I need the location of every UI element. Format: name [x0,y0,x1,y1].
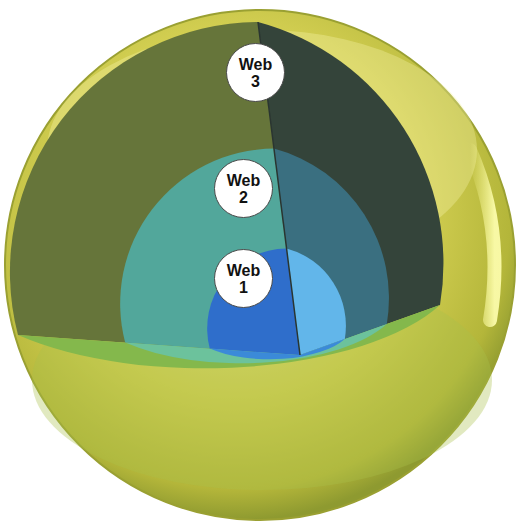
cutaway-core [207,248,346,359]
layer-badge: Web 2 [214,159,273,218]
layer-label: Web 1 [225,262,263,296]
layer-label: Web 2 [225,172,263,206]
cut-face-left [10,22,300,355]
cut-face-right [287,248,346,355]
layer-label: Web 3 [237,56,275,90]
sphere-highlight [470,150,495,320]
outer-sphere [5,10,515,520]
cutaway-outer [10,22,444,368]
layer-badge: Web 3 [226,43,285,102]
cut-face-left [207,248,300,355]
layer-badge: Web 1 [214,249,273,308]
cutaway-middle [120,149,389,364]
cut-floor [210,339,345,359]
cut-face-left [120,149,300,355]
